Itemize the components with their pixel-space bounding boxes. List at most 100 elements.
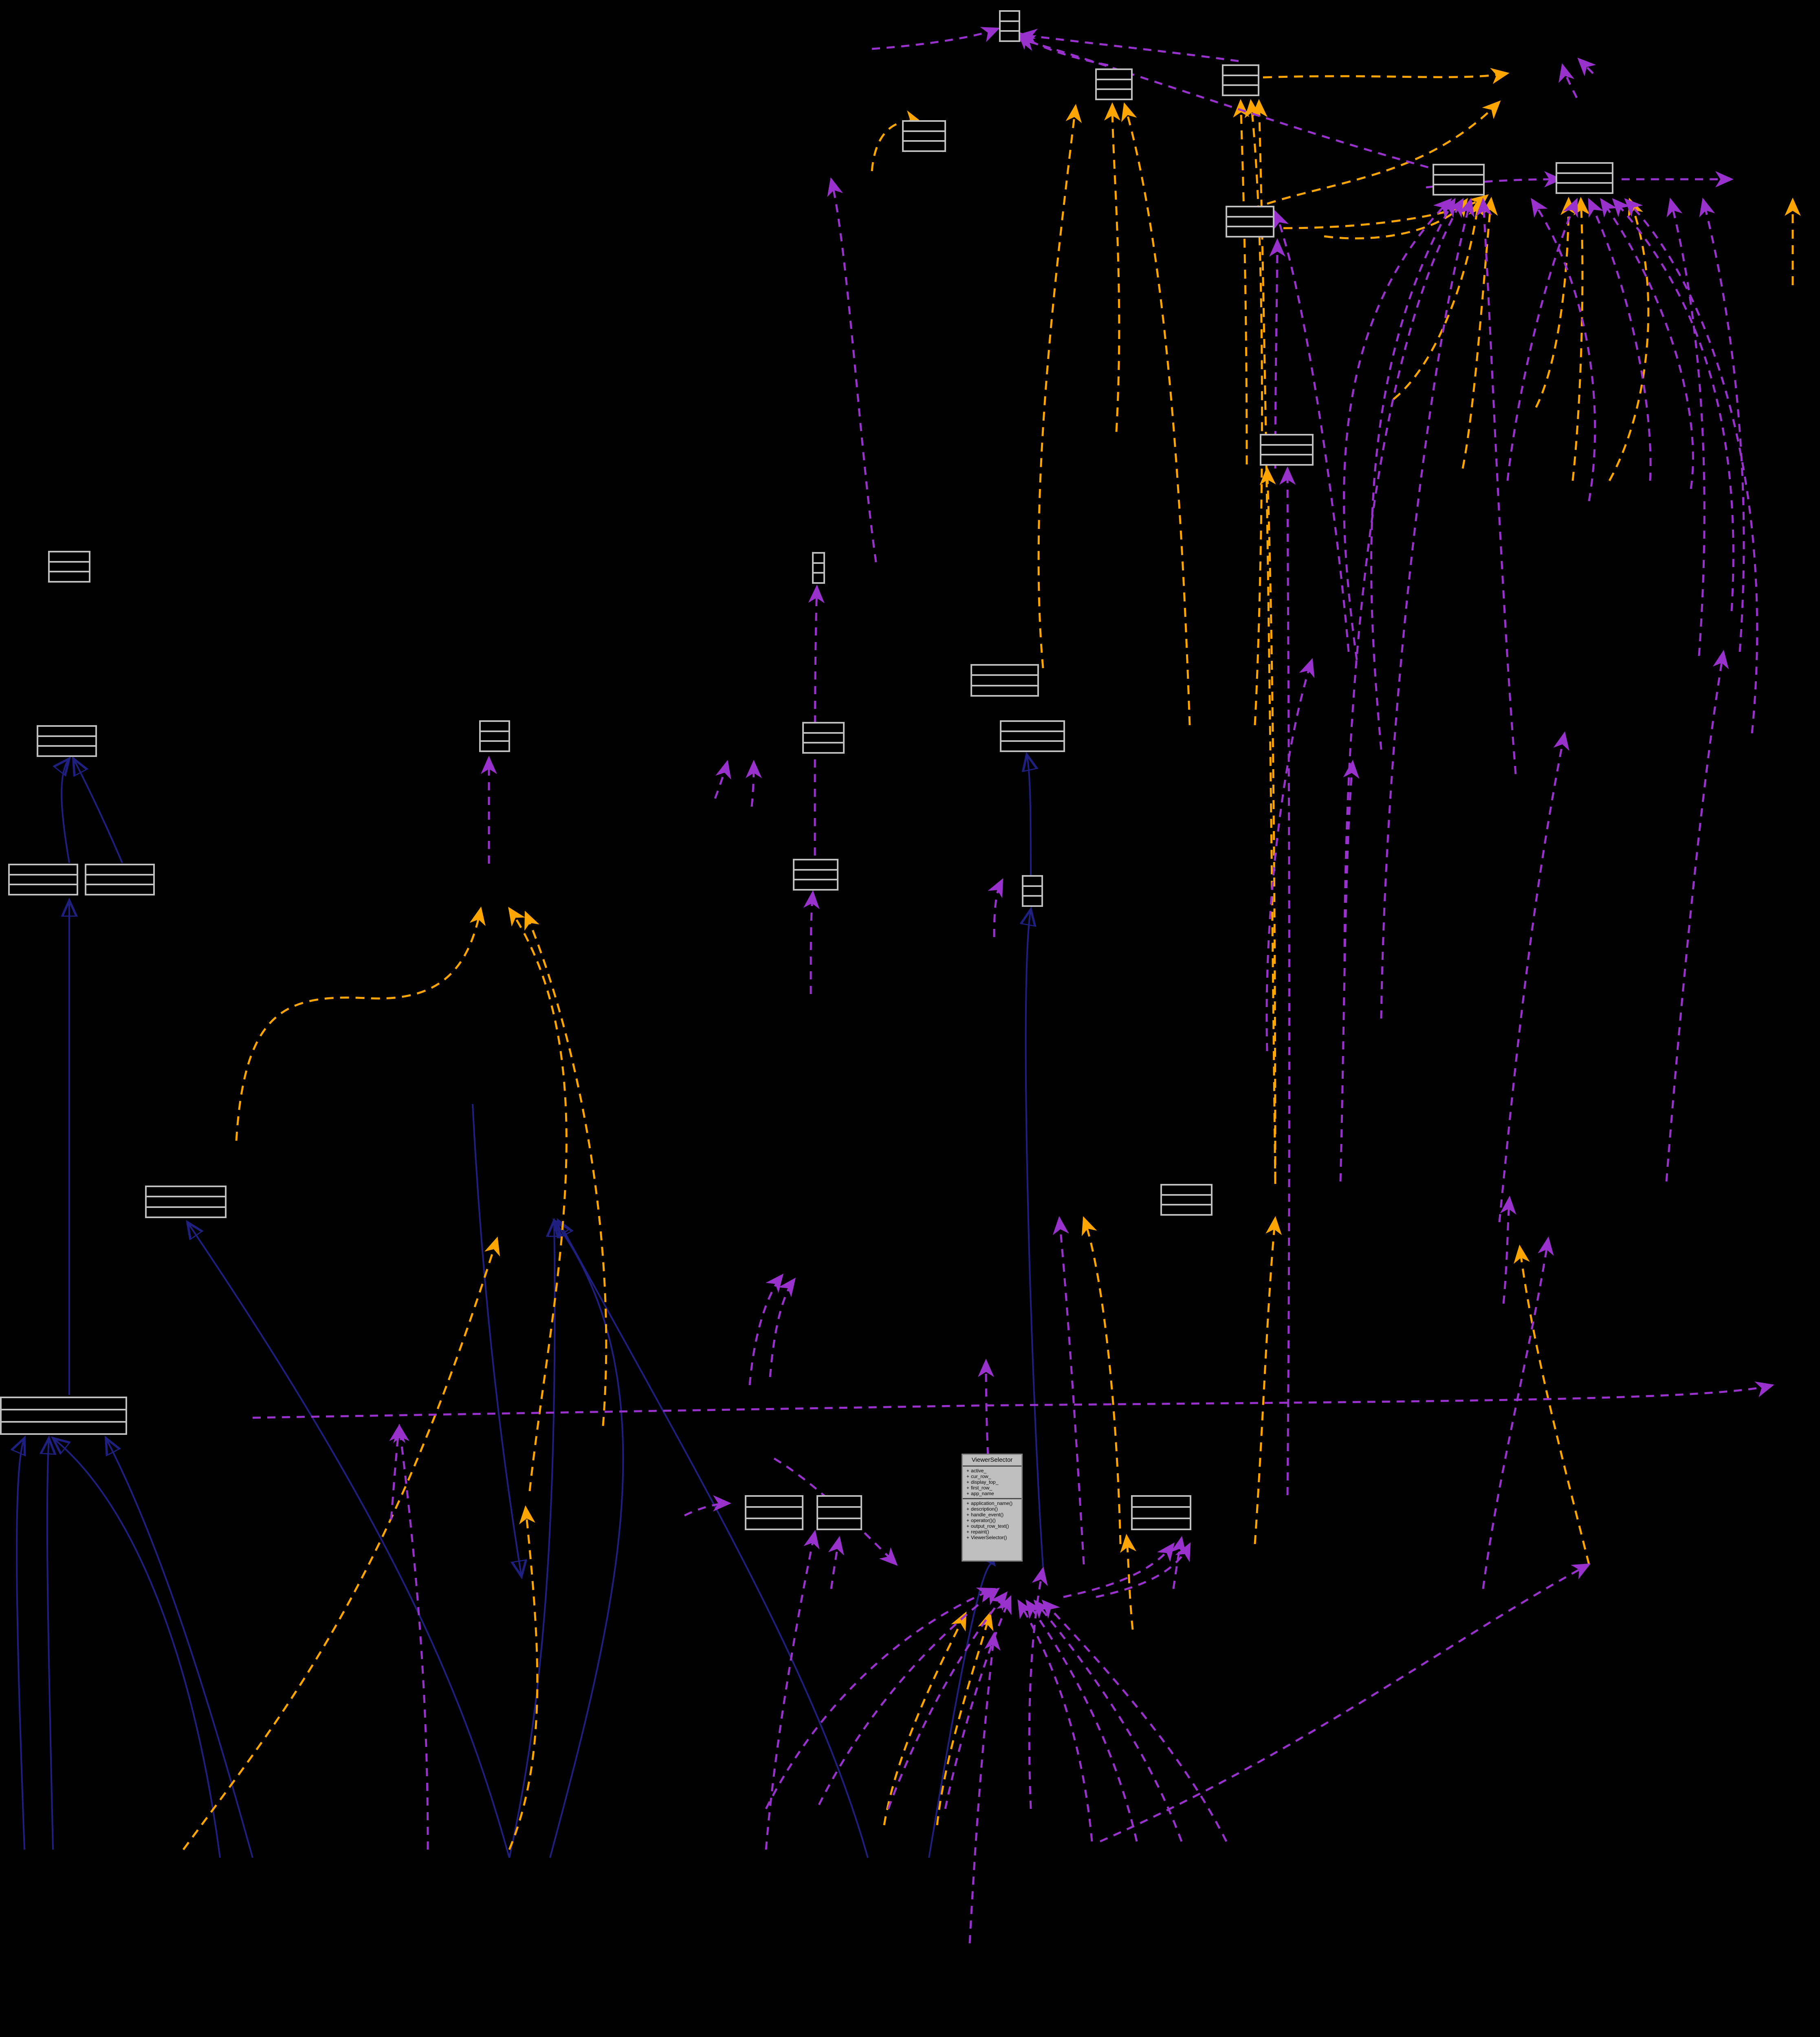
operations-compartment [147, 1208, 225, 1216]
name-compartment [746, 1497, 802, 1508]
visibility-marker: + [966, 1500, 970, 1506]
operation-item: +operator()() [963, 1518, 1021, 1523]
attributes-compartment [1261, 446, 1312, 456]
name-compartment [1133, 1497, 1190, 1508]
operations-compartment [794, 880, 837, 889]
attributes-compartment [1227, 218, 1273, 228]
attributes-compartment [804, 734, 843, 744]
operations-compartment [1434, 185, 1483, 194]
attributes-compartment [1001, 732, 1063, 742]
name-compartment [86, 865, 153, 876]
operations-compartment [1001, 32, 1019, 40]
class-node[interactable] [8, 864, 78, 895]
attributes-compartment [38, 737, 95, 747]
class-node[interactable] [479, 720, 510, 752]
visibility-marker: + [966, 1523, 970, 1529]
operation-item: +ViewerSelector() [963, 1535, 1021, 1540]
name-compartment [794, 860, 837, 871]
attribute-item: +cur_row_ [963, 1474, 1021, 1479]
operation-item: +application_name() [963, 1500, 1021, 1506]
class-node[interactable] [48, 551, 90, 583]
attributes-compartment [814, 564, 823, 574]
attribute-item: +active_ [963, 1468, 1021, 1474]
class-node[interactable] [1556, 162, 1613, 194]
class-node[interactable] [1433, 164, 1485, 196]
operations-compartment [804, 744, 843, 752]
name-compartment [1001, 12, 1019, 22]
class-node[interactable] [793, 859, 838, 891]
name-compartment [1162, 1186, 1211, 1196]
class-node[interactable] [1260, 434, 1314, 466]
operations-compartment [1023, 897, 1041, 905]
name-compartment [972, 666, 1037, 676]
class-node[interactable] [85, 864, 155, 895]
operation-item: +description() [963, 1506, 1021, 1512]
class-node[interactable] [145, 1186, 227, 1218]
attributes-compartment [794, 871, 837, 881]
visibility-marker: + [966, 1512, 970, 1518]
class-node[interactable] [1160, 1184, 1213, 1216]
operations-compartment [2, 1423, 125, 1433]
operations-compartment [10, 885, 77, 894]
attribute-label: app_name [971, 1491, 994, 1496]
attribute-label: cur_row_ [971, 1474, 991, 1479]
class-node[interactable] [971, 664, 1039, 697]
class-node-viewerselector[interactable]: ViewerSelector +active_+cur_row_+display… [962, 1454, 1023, 1562]
name-compartment [1001, 722, 1063, 732]
operation-label: repaint() [971, 1529, 989, 1535]
attributes-compartment [86, 876, 153, 886]
class-node[interactable] [1000, 720, 1065, 752]
operations-compartment [1224, 86, 1258, 95]
name-compartment [1557, 164, 1612, 174]
attributes-compartment [50, 563, 89, 573]
attributes-compartment [1162, 1196, 1211, 1206]
class-node[interactable] [1226, 206, 1274, 238]
name-compartment [50, 552, 89, 563]
operations-compartment [818, 1519, 860, 1529]
operation-label: application_name() [971, 1500, 1013, 1506]
class-node[interactable] [1022, 875, 1043, 907]
attributes-compartment: +active_+cur_row_+display_top_+first_row… [963, 1467, 1021, 1499]
class-node[interactable] [902, 120, 946, 152]
name-compartment [1023, 877, 1041, 887]
class-node[interactable] [812, 552, 825, 584]
name-compartment [38, 727, 95, 737]
class-node[interactable] [0, 1397, 127, 1435]
attributes-compartment [1434, 176, 1483, 186]
attribute-label: active_ [971, 1468, 987, 1474]
attribute-item: +display_top_ [963, 1479, 1021, 1485]
attributes-compartment [818, 1508, 860, 1519]
attributes-compartment [972, 676, 1037, 686]
name-compartment [1097, 70, 1131, 80]
operations-compartment [1227, 227, 1273, 236]
operation-label: operator()() [971, 1518, 996, 1523]
name-compartment [1227, 207, 1273, 218]
purple-usage-edges [252, 27, 1774, 1944]
class-node[interactable] [1095, 68, 1133, 100]
attribute-item: +first_row_ [963, 1485, 1021, 1491]
attributes-compartment [746, 1508, 802, 1519]
operations-compartment [38, 747, 95, 755]
class-node[interactable] [999, 10, 1020, 42]
operations-compartment [972, 686, 1037, 695]
operations-compartment [1001, 742, 1063, 750]
attributes-compartment [147, 1197, 225, 1208]
operation-label: handle_event() [971, 1512, 1004, 1518]
operations-compartment [746, 1519, 802, 1529]
class-node[interactable] [1131, 1495, 1191, 1530]
name-compartment [814, 554, 823, 564]
class-node[interactable] [37, 725, 97, 757]
attributes-compartment [904, 132, 944, 142]
attributes-compartment [1097, 80, 1131, 90]
class-node[interactable] [1222, 64, 1259, 96]
visibility-marker: + [966, 1518, 970, 1523]
name-compartment [904, 122, 944, 132]
class-node[interactable] [816, 1495, 862, 1530]
name-compartment [804, 724, 843, 734]
operations-compartment [1261, 455, 1312, 464]
operations-compartment [86, 885, 153, 894]
operation-item: +repaint() [963, 1529, 1021, 1535]
class-node[interactable] [802, 722, 845, 754]
class-node[interactable] [745, 1495, 803, 1530]
